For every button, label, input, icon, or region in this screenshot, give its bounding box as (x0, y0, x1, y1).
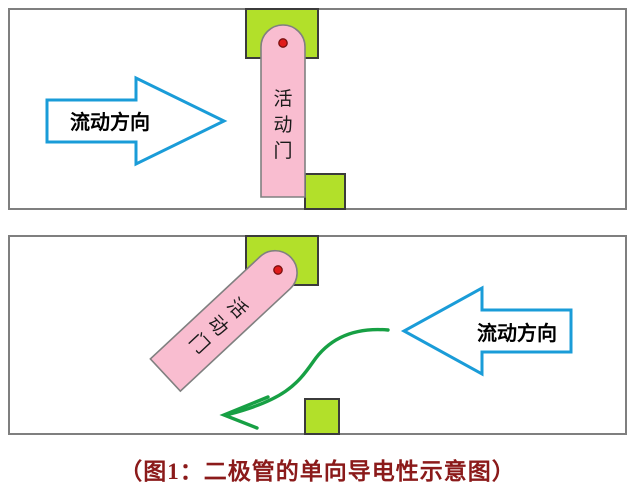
door-label-char-3: 门 (273, 140, 292, 162)
flow-path-curve (219, 327, 390, 430)
flow-arrow-left-shape (400, 285, 573, 377)
flow-arrow-right-shape (45, 75, 228, 167)
figure-caption: （图1：二极管的单向导电性示意图） (119, 459, 516, 484)
lower-stop-block (304, 398, 340, 435)
pipe-panel-open: 活 动 门 流动方向 (8, 235, 627, 435)
door-label-group: 活 动 门 (273, 88, 292, 162)
pipe-panel-closed: 活 动 门 流动方向 (8, 8, 627, 210)
hinged-door-closed[interactable]: 活 动 门 (260, 24, 306, 198)
door-body (149, 249, 298, 393)
door-pivot-icon (278, 38, 288, 48)
flow-arrow-left: 流动方向 (400, 285, 573, 377)
flow-arrow-left-label: 流动方向 (477, 321, 557, 345)
door-label-char-1: 活 (273, 88, 292, 110)
hinged-door-open[interactable]: 活 动 门 (149, 242, 306, 393)
flow-path-curve-line (228, 327, 390, 416)
flow-arrow-right: 流动方向 (45, 75, 228, 167)
door-body (260, 24, 306, 198)
door-label-char-2: 动 (273, 114, 292, 136)
flow-arrow-right-label: 流动方向 (70, 110, 150, 134)
lower-stop-block (304, 173, 346, 210)
door-pivot-icon (273, 265, 283, 275)
flow-path-arrowhead-icon (219, 395, 270, 430)
